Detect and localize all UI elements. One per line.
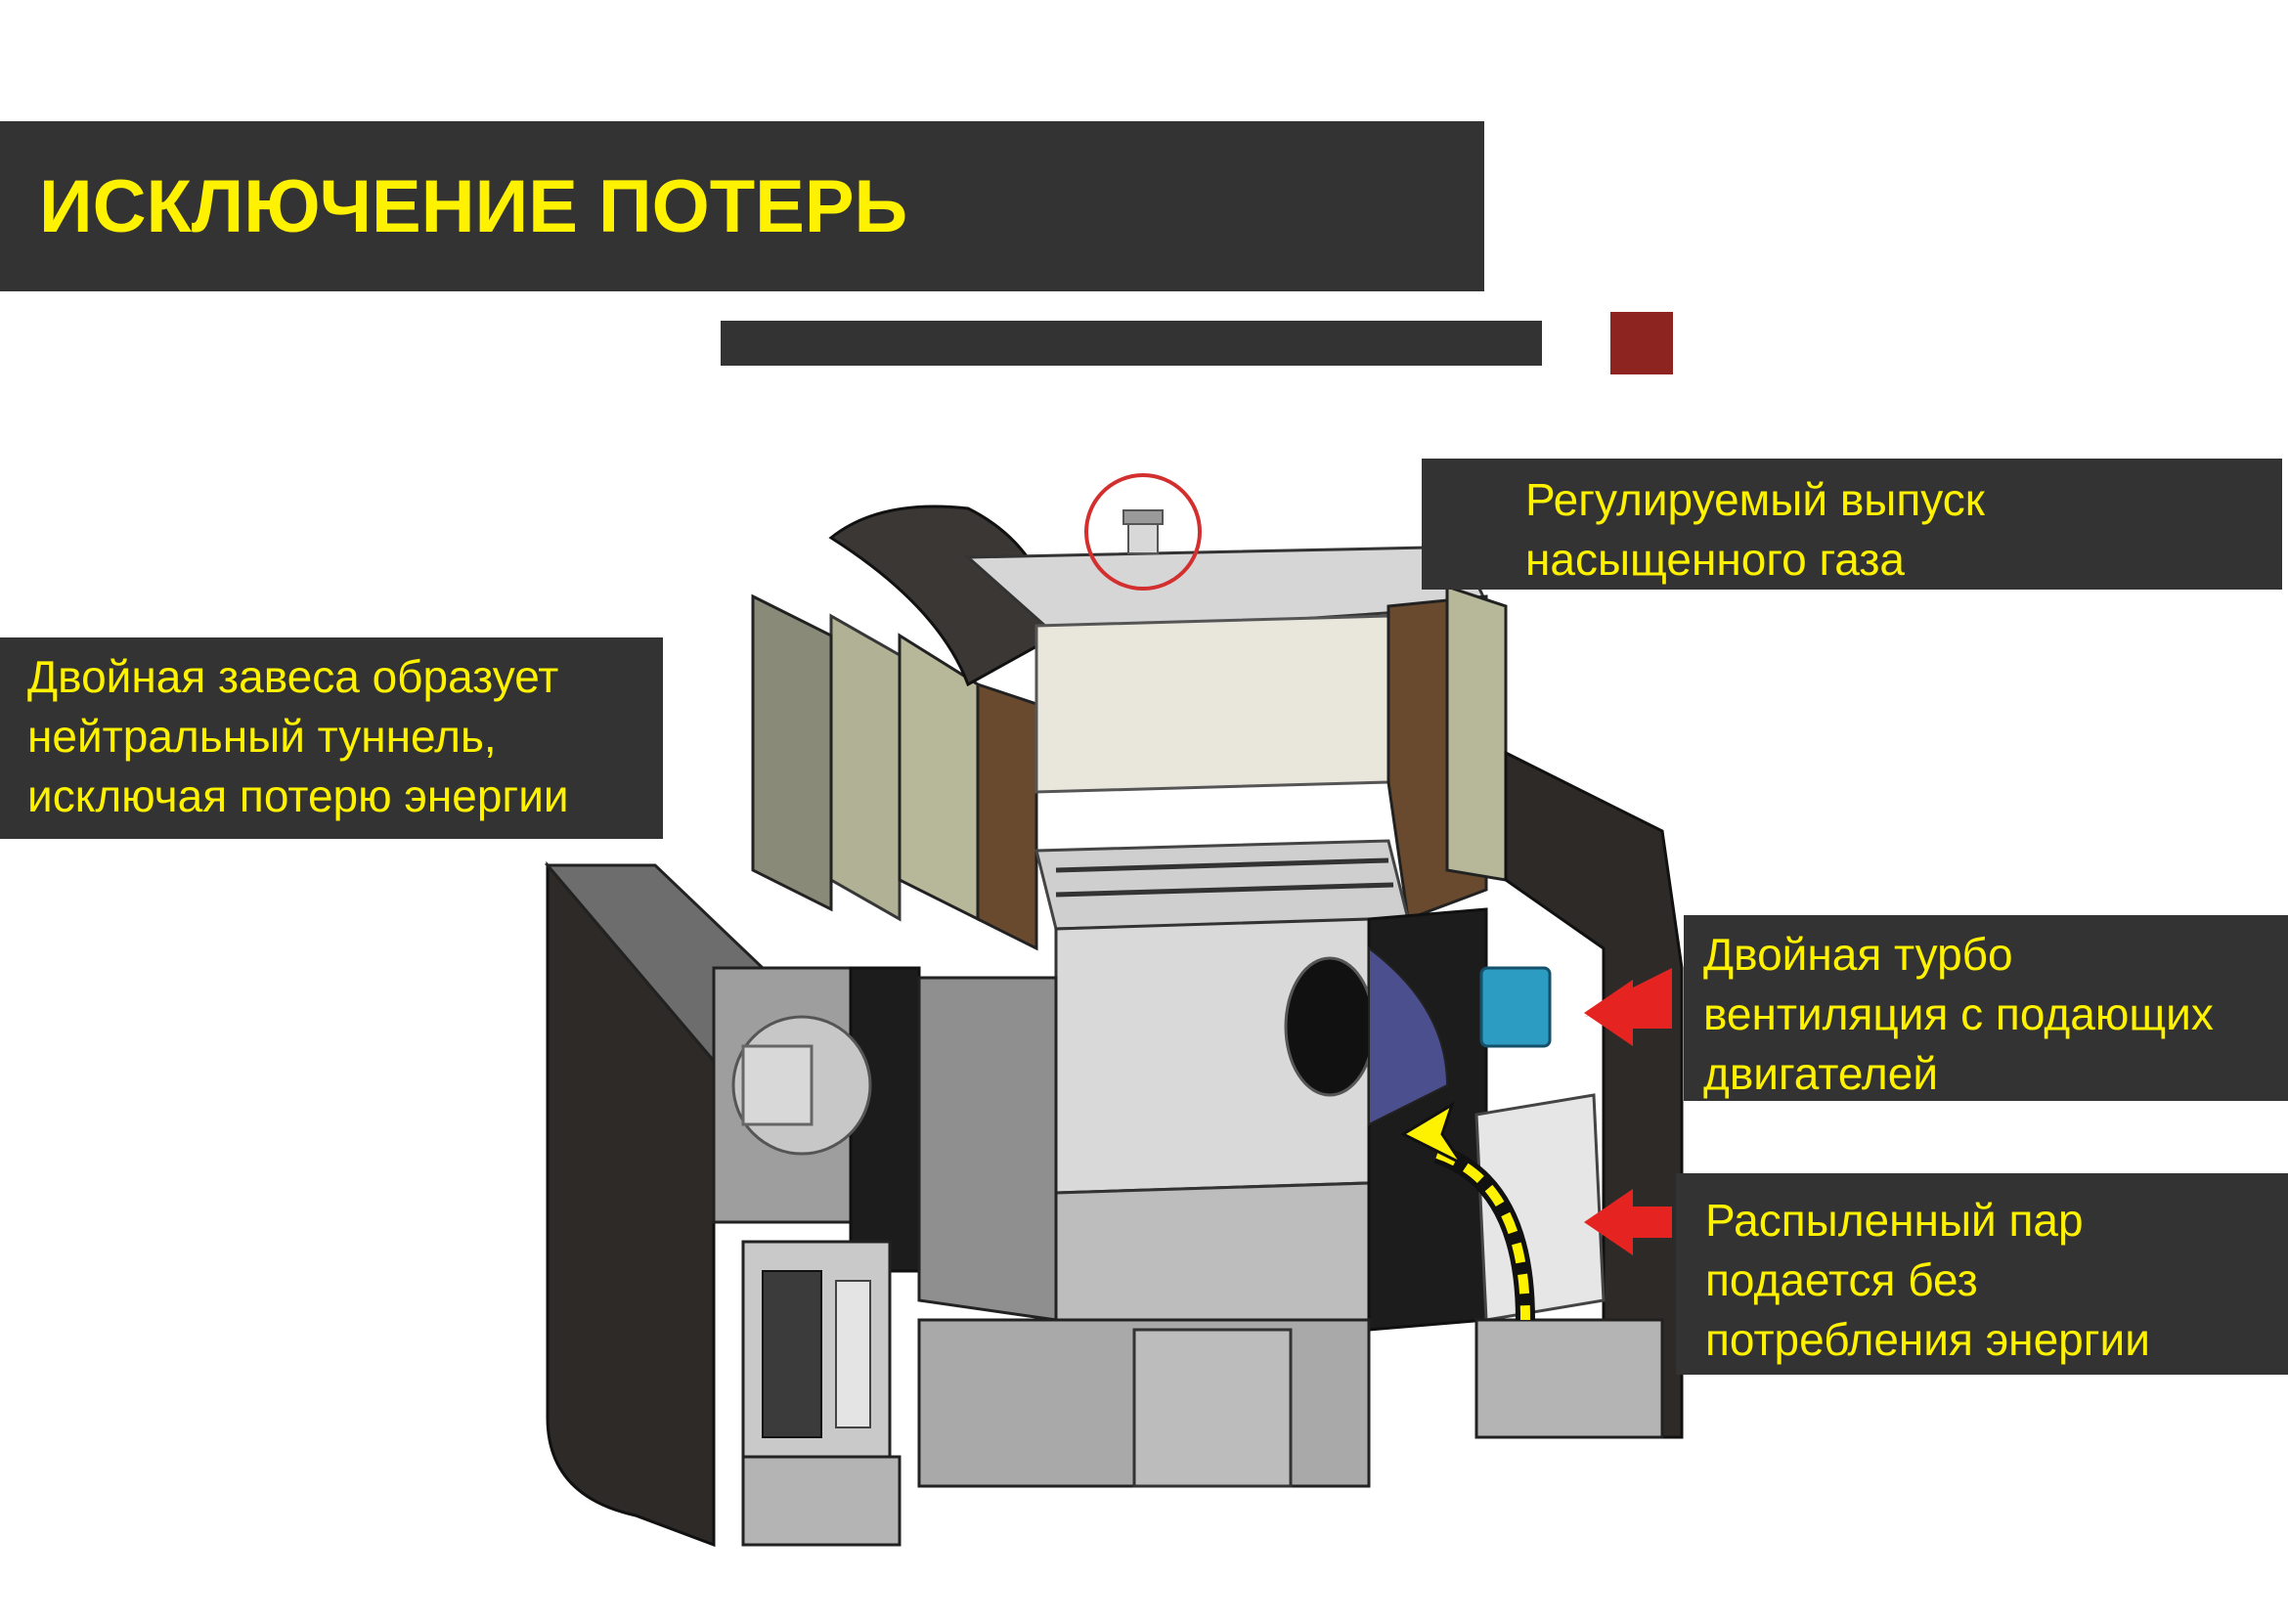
outlet-valve-icon	[1084, 473, 1202, 591]
callout-turbo-ventilation: Двойная турбо вентиляция с подающих двиг…	[1684, 915, 2288, 1101]
decorative-square	[1610, 312, 1673, 374]
callout-turbo-line-3: двигателей	[1703, 1048, 1939, 1099]
red-arrow-icon	[1584, 968, 1672, 1046]
machine-cutaway-illustration	[544, 505, 1684, 1548]
callout-double-curtain: Двойная завеса образует нейтральный тунн…	[0, 637, 663, 839]
callout-double-curtain-line-1: Двойная завеса образует	[27, 651, 559, 702]
callout-double-curtain-line-2: нейтральный туннель,	[27, 711, 497, 762]
page-title: ИСКЛЮЧЕНИЕ ПОТЕРЬ	[39, 164, 908, 248]
callout-turbo-line-1: Двойная турбо	[1703, 929, 2013, 980]
decorative-bar	[721, 321, 1542, 366]
title-banner: ИСКЛЮЧЕНИЕ ПОТЕРЬ	[0, 121, 1484, 291]
callout-steam-line-2: подается без	[1705, 1254, 1978, 1305]
callout-steam-supply: Распыленный пар подается без потребления…	[1676, 1173, 2288, 1375]
callout-gas-outlet-line-2: насыщенного газа	[1525, 534, 1905, 585]
yellow-airflow-arrow-icon	[1399, 1101, 1467, 1167]
callout-gas-outlet: Регулируемый выпуск насыщенного газа	[1422, 459, 2282, 590]
callout-double-curtain-line-3: исключая потерю энергии	[27, 770, 569, 821]
callout-steam-line-3: потребления энергии	[1705, 1314, 2150, 1365]
callout-steam-line-1: Распыленный пар	[1705, 1195, 2084, 1246]
callout-gas-outlet-line-1: Регулируемый выпуск	[1525, 474, 1985, 525]
callout-turbo-line-2: вентиляция с подающих	[1703, 988, 2214, 1039]
red-arrow-icon	[1584, 1189, 1672, 1255]
